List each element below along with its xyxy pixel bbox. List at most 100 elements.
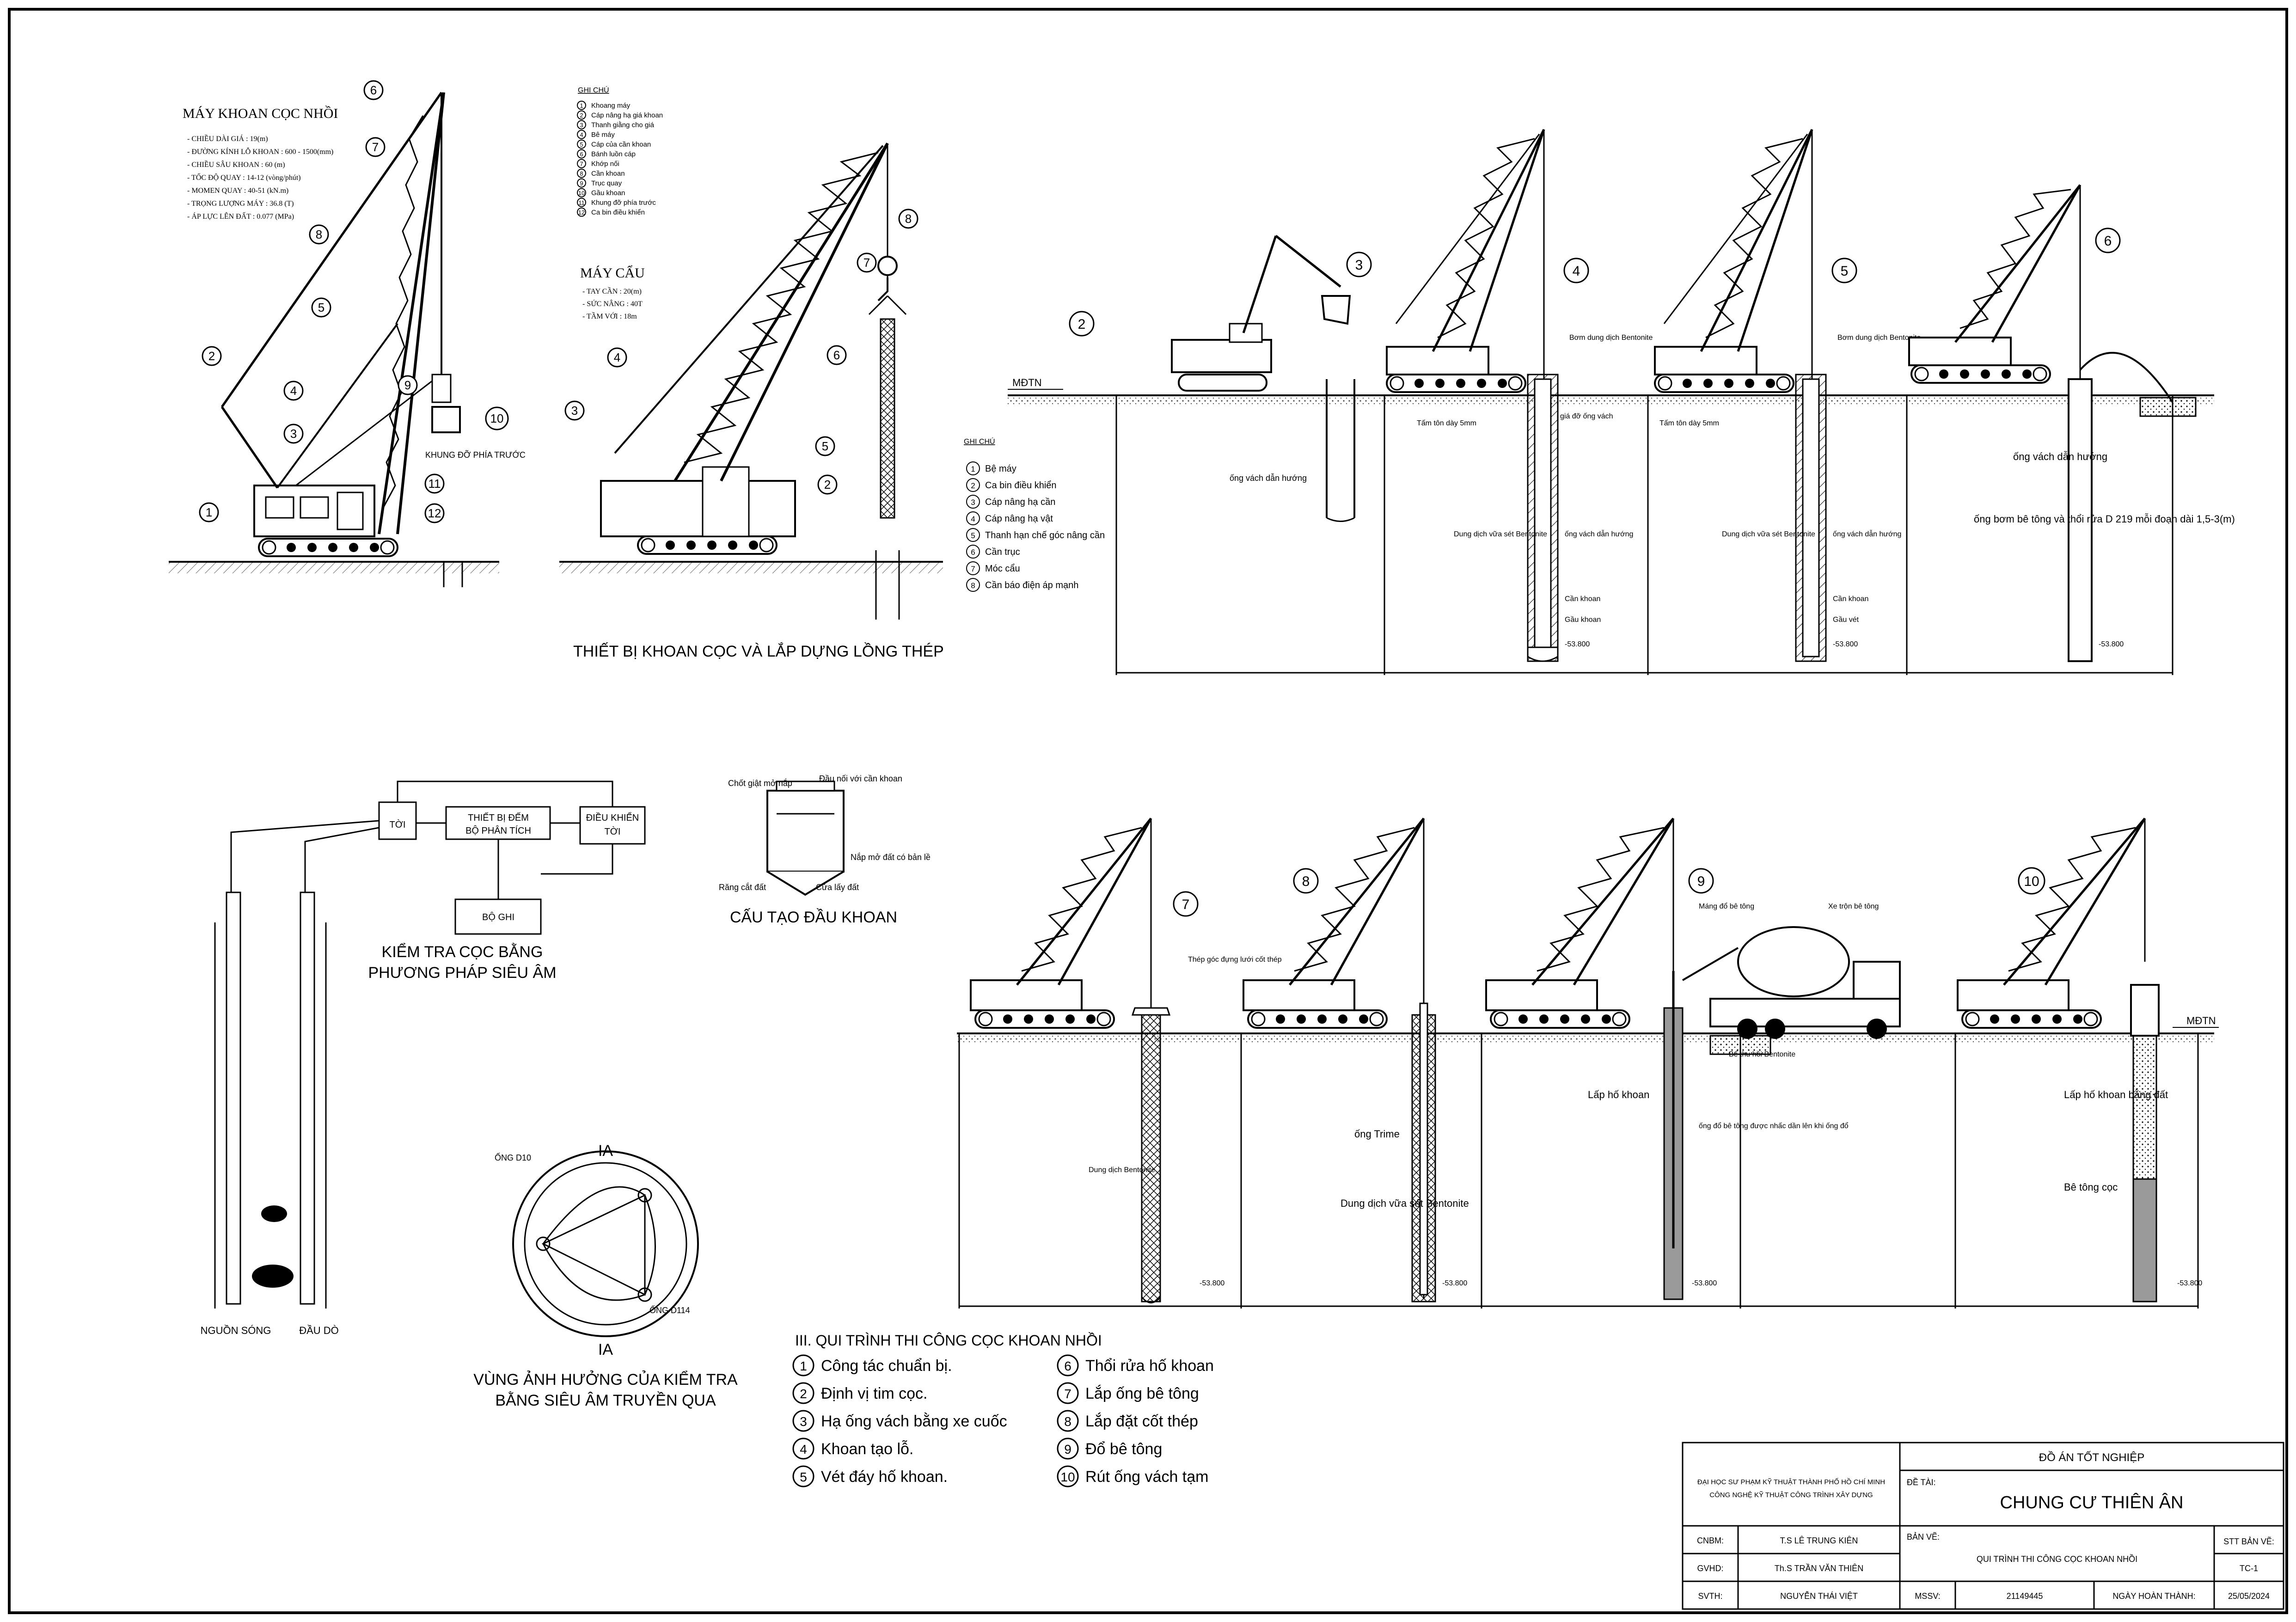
legend-item: Cáp của cần khoan xyxy=(591,141,651,148)
legend-number: 1 xyxy=(580,102,583,109)
step-label: Bơm dung dịch Bentonite xyxy=(1569,334,1653,342)
legend-marker xyxy=(966,461,980,475)
ultrasonic-caption-2: PHƯƠNG PHÁP SIÊU ÂM xyxy=(368,964,556,982)
drill-spec: - MOMEN QUAY : 40-51 (kN.m) xyxy=(187,187,288,195)
step-number: 2 xyxy=(1078,317,1086,332)
role-gvhd: GVHD: xyxy=(1697,1564,1723,1573)
ground-label: MĐTN xyxy=(1012,377,1042,388)
procedure-item: Lắp đặt cốt thép xyxy=(1085,1413,1198,1430)
winch-label: TỜI xyxy=(390,819,406,830)
legend-number: 6 xyxy=(580,151,583,158)
step-label: ống vách dẫn hướng xyxy=(1230,473,1307,483)
step-label: Bể thu hồi Bentonite xyxy=(1729,1050,1795,1058)
mssv-label: MSSV: xyxy=(1915,1591,1940,1601)
svg-text:7: 7 xyxy=(372,140,379,154)
step-label: -53.800 xyxy=(1692,1279,1717,1287)
procedure-marker xyxy=(1057,1465,1079,1487)
procedure-title: III. QUI TRÌNH THI CÔNG CỌC KHOAN NHỒI xyxy=(795,1332,1102,1349)
procedure-marker xyxy=(792,1465,814,1487)
svg-text:6: 6 xyxy=(833,348,840,362)
legend-number: 12 xyxy=(578,209,585,216)
step-label: Tấm tôn dày 5mm xyxy=(1417,419,1476,427)
procedure-number: 3 xyxy=(800,1414,807,1429)
step-label: -53.800 xyxy=(1442,1279,1467,1287)
step-number: 5 xyxy=(1841,264,1849,279)
step-number: 8 xyxy=(1302,874,1310,889)
role-cnbm: CNBM: xyxy=(1697,1536,1724,1545)
step-label: Bơm dung dịch Bentonite xyxy=(1837,334,1921,342)
drill-spec: - ĐƯỜNG KÍNH LỖ KHOAN : 600 - 1500(mm) xyxy=(187,147,333,156)
procedure-number: 9 xyxy=(1064,1442,1071,1456)
name-svth: NGUYỄN THÁI VIỆT xyxy=(1780,1591,1858,1601)
svg-text:8: 8 xyxy=(905,212,912,226)
step-label: ống Trime xyxy=(1354,1128,1400,1140)
ultrasonic-test: TỜI THIẾT BỊ ĐẾM BỘ PHÂN TÍCH ĐIỀU KHIỂN… xyxy=(201,780,646,1336)
legend-heading: GHI CHÚ xyxy=(578,86,609,94)
step-label: Dung dịch vữa sét Bentonite xyxy=(1722,530,1815,538)
legend-marker xyxy=(966,561,980,575)
role-svth: SVTH: xyxy=(1698,1591,1722,1601)
controller-label-2: TỜI xyxy=(605,826,621,837)
step-number: 7 xyxy=(1182,897,1190,912)
svg-text:3: 3 xyxy=(290,427,297,441)
svg-text:11: 11 xyxy=(429,477,441,491)
step-label: -53.800 xyxy=(1200,1279,1225,1287)
name-cnbm: T.S LÊ TRUNG KIÊN xyxy=(1780,1536,1858,1545)
legend-marker xyxy=(577,207,586,217)
bucket-label: Cửa lấy đất xyxy=(816,883,859,892)
drill-spec: - CHIỀU SÂU KHOAN : 60 (m) xyxy=(187,160,285,169)
legend-number: 8 xyxy=(580,170,583,177)
svg-text:5: 5 xyxy=(822,439,828,453)
legend-heading: GHI CHÚ xyxy=(964,437,995,446)
procedure-item: Thổi rửa hố khoan xyxy=(1085,1357,1214,1375)
step-label: Lấp hố khoan xyxy=(1588,1089,1649,1100)
legend-marker xyxy=(577,159,586,168)
ground-label: MĐTN xyxy=(2186,1015,2216,1026)
cross-section: IA IA ỐNG D10 ỐNG D114 VÙNG ẢNH HƯỞNG CỦ… xyxy=(473,1142,738,1409)
crane-diagram: MÁY CẨU - TAY CẦN : 20(m) - SỨC NÂNG : 4… xyxy=(559,142,944,660)
step-label: Gầu khoan xyxy=(1565,616,1601,624)
step-label: giá đỡ ống vách xyxy=(1560,412,1613,420)
legend-number: 1 xyxy=(971,465,975,473)
legend-item: Ca bin điều khiển xyxy=(985,480,1057,491)
section-label: ỐNG D114 xyxy=(649,1305,690,1315)
section-label: ỐNG D10 xyxy=(495,1153,531,1162)
mssv: 21149445 xyxy=(2007,1591,2043,1601)
legend-number: 4 xyxy=(580,131,583,138)
legend-marker xyxy=(966,528,980,542)
step-label: Dung dịch vữa sét Bentonite xyxy=(1454,530,1547,538)
step-label: Gầu vét xyxy=(1833,616,1859,624)
bucket-label: Răng cắt đất xyxy=(719,882,766,892)
drill-bucket: Chốt giật mở nắp Đầu nối với cần khoan N… xyxy=(719,774,931,926)
crane-title: MÁY CẨU xyxy=(580,265,645,281)
svg-text:12: 12 xyxy=(428,506,441,520)
bucket-label: Đầu nối với cần khoan xyxy=(819,774,902,783)
legend-number: 8 xyxy=(971,581,975,590)
step-5: 5 Bơm dung dịch Bentonite Tấm tôn dày 5m… xyxy=(1654,129,1921,662)
legend-item: Khớp nối xyxy=(591,160,619,168)
legend-item: Khoang máy xyxy=(591,102,631,110)
legend-number: 5 xyxy=(971,531,975,540)
legend-marker xyxy=(966,578,980,592)
legend-number: 3 xyxy=(971,498,975,507)
step-2: 2 xyxy=(1069,311,1095,337)
drill-spec: - CHIỀU DÀI GIÁ : 19(m) xyxy=(187,134,268,143)
name-gvhd: Th.S TRẦN VĂN THIÊN xyxy=(1775,1563,1863,1573)
bucket-label: Chốt giật mở nắp xyxy=(728,778,792,788)
controller-label: ĐIỀU KHIỂN xyxy=(586,812,639,823)
legend-marker xyxy=(577,110,586,120)
cut-label-top: IA xyxy=(598,1142,613,1160)
step-label: Bê tông cọc xyxy=(2064,1181,2118,1193)
school-line-2: CÔNG NGHỆ KỸ THUẬT CÔNG TRÌNH XÂY DỰNG xyxy=(1709,1491,1873,1499)
step-label: -53.800 xyxy=(1833,640,1858,648)
procedure-marker xyxy=(1057,1354,1079,1376)
drill-spec: - TRỌNG LƯỢNG MÁY : 36.8 (T) xyxy=(187,199,294,208)
legend-item: Thanh giằng cho giá xyxy=(591,121,655,129)
sheet-no: TC-1 xyxy=(2240,1564,2258,1573)
procedure-marker xyxy=(792,1382,814,1404)
svg-text:9: 9 xyxy=(404,378,411,392)
step-3: 3 ống vách dẫn hướng xyxy=(1171,235,1372,522)
step-6: 6 ống vách dẫn hướng ống bơm bê tông và … xyxy=(1908,184,2235,662)
